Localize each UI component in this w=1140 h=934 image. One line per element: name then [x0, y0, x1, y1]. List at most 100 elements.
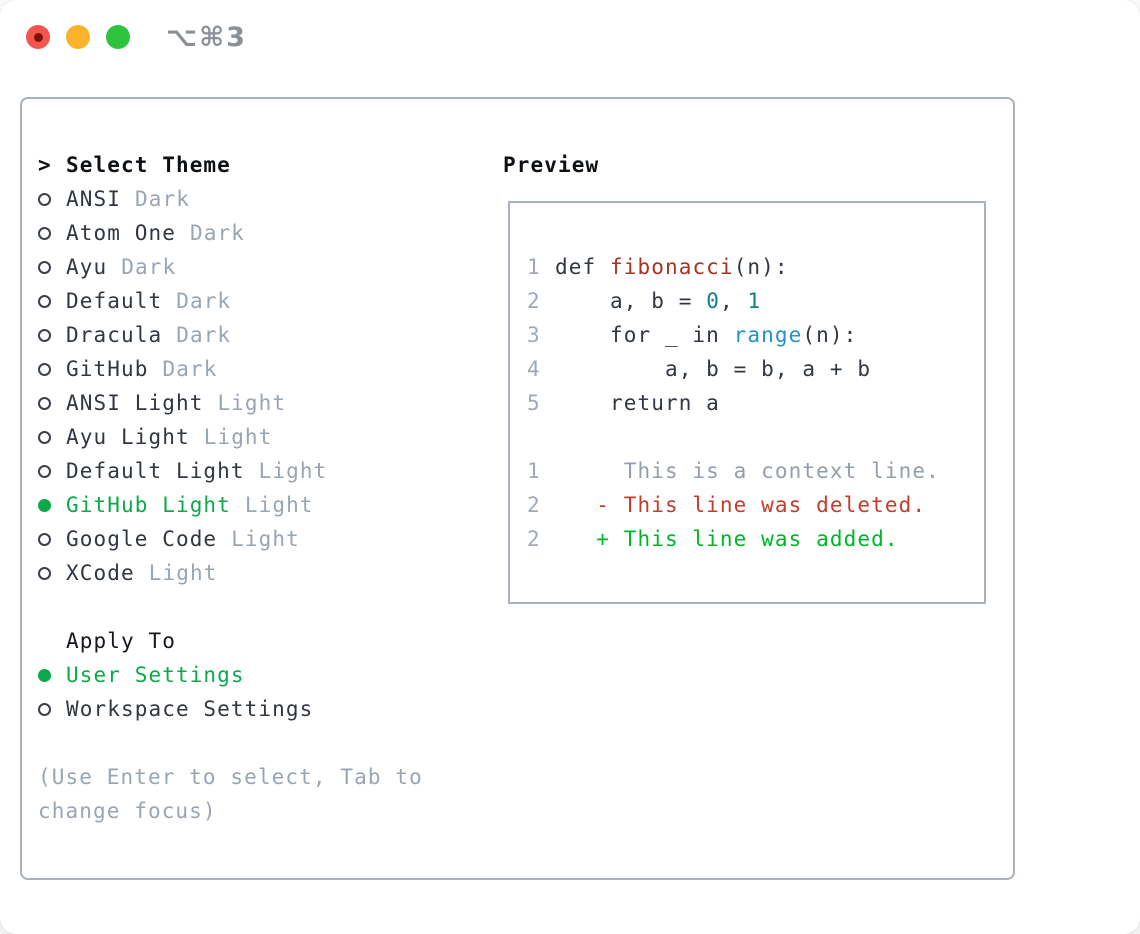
line-number: 1: [527, 255, 541, 279]
preview-line: 1 This is a context line.: [527, 454, 984, 488]
apply-option[interactable]: User Settings: [38, 658, 488, 692]
radio-unselected-icon: [38, 430, 66, 444]
code-segment: + This line was added.: [555, 527, 899, 551]
code-segment: (n):: [733, 255, 789, 279]
theme-item-label: GitHub: [66, 357, 149, 381]
theme-variant-tag: Dark: [162, 357, 218, 381]
theme-variant-tag: Light: [244, 493, 314, 517]
preview-line: 2 - This line was deleted.: [527, 488, 984, 522]
radio-unselected-icon: [38, 566, 66, 580]
theme-variant-tag: Dark: [176, 289, 232, 313]
theme-variant-tag: Dark: [189, 221, 245, 245]
code-segment: return a: [555, 391, 720, 415]
preview-line: 2 a, b = 0, 1: [527, 284, 984, 318]
theme-item[interactable]: Google Code Light: [38, 522, 488, 556]
theme-item-label: Dracula: [66, 323, 163, 347]
preview-line: 4 a, b = b, a + b: [527, 352, 984, 386]
theme-variant-tag: Light: [203, 425, 273, 449]
apply-to-header: Apply To: [38, 624, 488, 658]
hint-line-1: (Use Enter to select, Tab to: [38, 765, 423, 789]
theme-item[interactable]: XCode Light: [38, 556, 488, 590]
code-segment: a, b =: [555, 289, 707, 313]
line-number: 2: [527, 527, 541, 551]
theme-variant-tag: Light: [148, 561, 218, 585]
preview-header: Preview: [503, 153, 600, 177]
minimize-icon[interactable]: [66, 25, 90, 49]
radio-unselected-icon: [38, 328, 66, 342]
theme-item-label: XCode: [66, 561, 135, 585]
code-segment: - This line was deleted.: [555, 493, 927, 517]
theme-item[interactable]: GitHub Dark: [38, 352, 488, 386]
theme-item-label: Atom One: [66, 221, 176, 245]
spacer-row: [38, 726, 488, 760]
theme-item-label: GitHub Light: [66, 493, 231, 517]
radio-unselected-icon: [38, 192, 66, 206]
code-segment: for _ in: [555, 323, 734, 347]
unsaved-dot-icon: [33, 32, 43, 42]
radio-selected-icon: [38, 498, 66, 512]
hint-line-2: change focus): [38, 799, 217, 823]
preview-line: 2 + This line was added.: [527, 522, 984, 556]
line-number: 3: [527, 323, 541, 347]
select-theme-header: > Select Theme: [38, 148, 488, 182]
code-segment: (n):: [802, 323, 858, 347]
theme-item[interactable]: Default Light Light: [38, 454, 488, 488]
radio-unselected-icon: [38, 702, 66, 716]
theme-variant-tag: Light: [217, 391, 287, 415]
code-segment: a, b = b, a + b: [555, 357, 872, 381]
line-number: 2: [527, 493, 541, 517]
theme-item[interactable]: Ayu Dark: [38, 250, 488, 284]
theme-item-label: Default: [66, 289, 163, 313]
line-number: 1: [527, 459, 541, 483]
theme-item-label: Ayu Light: [66, 425, 190, 449]
preview-line: [527, 420, 984, 454]
zoom-icon[interactable]: [106, 25, 130, 49]
theme-item-label: Ayu: [66, 255, 108, 279]
theme-item[interactable]: GitHub Light Light: [38, 488, 488, 522]
apply-to-title: Apply To: [66, 629, 176, 653]
theme-item[interactable]: ANSI Light Light: [38, 386, 488, 420]
theme-item-label: Default Light: [66, 459, 245, 483]
select-theme-title: Select Theme: [66, 153, 231, 177]
radio-unselected-icon: [38, 464, 66, 478]
titlebar: ⌥⌘3: [0, 0, 1140, 74]
theme-item[interactable]: Default Dark: [38, 284, 488, 318]
theme-item-label: ANSI Light: [66, 391, 204, 415]
code-segment: range: [733, 323, 803, 347]
apply-option[interactable]: Workspace Settings: [38, 692, 488, 726]
theme-item-label: ANSI: [66, 187, 121, 211]
theme-item-label: Google Code: [66, 527, 218, 551]
line-number: 2: [527, 289, 541, 313]
theme-variant-tag: Light: [258, 459, 328, 483]
window-shortcut: ⌥⌘3: [166, 22, 247, 53]
line-number: 5: [527, 391, 541, 415]
theme-variant-tag: Light: [231, 527, 300, 551]
apply-option-label: User Settings: [66, 663, 245, 687]
close-icon[interactable]: [26, 25, 50, 49]
theme-item[interactable]: Dracula Dark: [38, 318, 488, 352]
preview-line: 3 for _ in range(n):: [527, 318, 984, 352]
theme-item[interactable]: Atom One Dark: [38, 216, 488, 250]
code-segment: fibonacci: [609, 255, 734, 279]
theme-variant-tag: Dark: [121, 255, 177, 279]
radio-unselected-icon: [38, 396, 66, 410]
radio-unselected-icon: [38, 532, 66, 546]
radio-selected-icon: [38, 668, 66, 682]
theme-item[interactable]: Ayu Light Light: [38, 420, 488, 454]
radio-unselected-icon: [38, 226, 66, 240]
code-segment: ,: [719, 289, 748, 313]
code-segment: 1: [747, 289, 762, 313]
radio-unselected-icon: [38, 362, 66, 376]
focus-caret-icon: >: [38, 153, 52, 177]
radio-unselected-icon: [38, 294, 66, 308]
spacer-row: [38, 590, 488, 624]
theme-variant-tag: Dark: [176, 323, 232, 347]
code-segment: This is a context line.: [555, 459, 940, 483]
preview-line: 5 return a: [527, 386, 984, 420]
